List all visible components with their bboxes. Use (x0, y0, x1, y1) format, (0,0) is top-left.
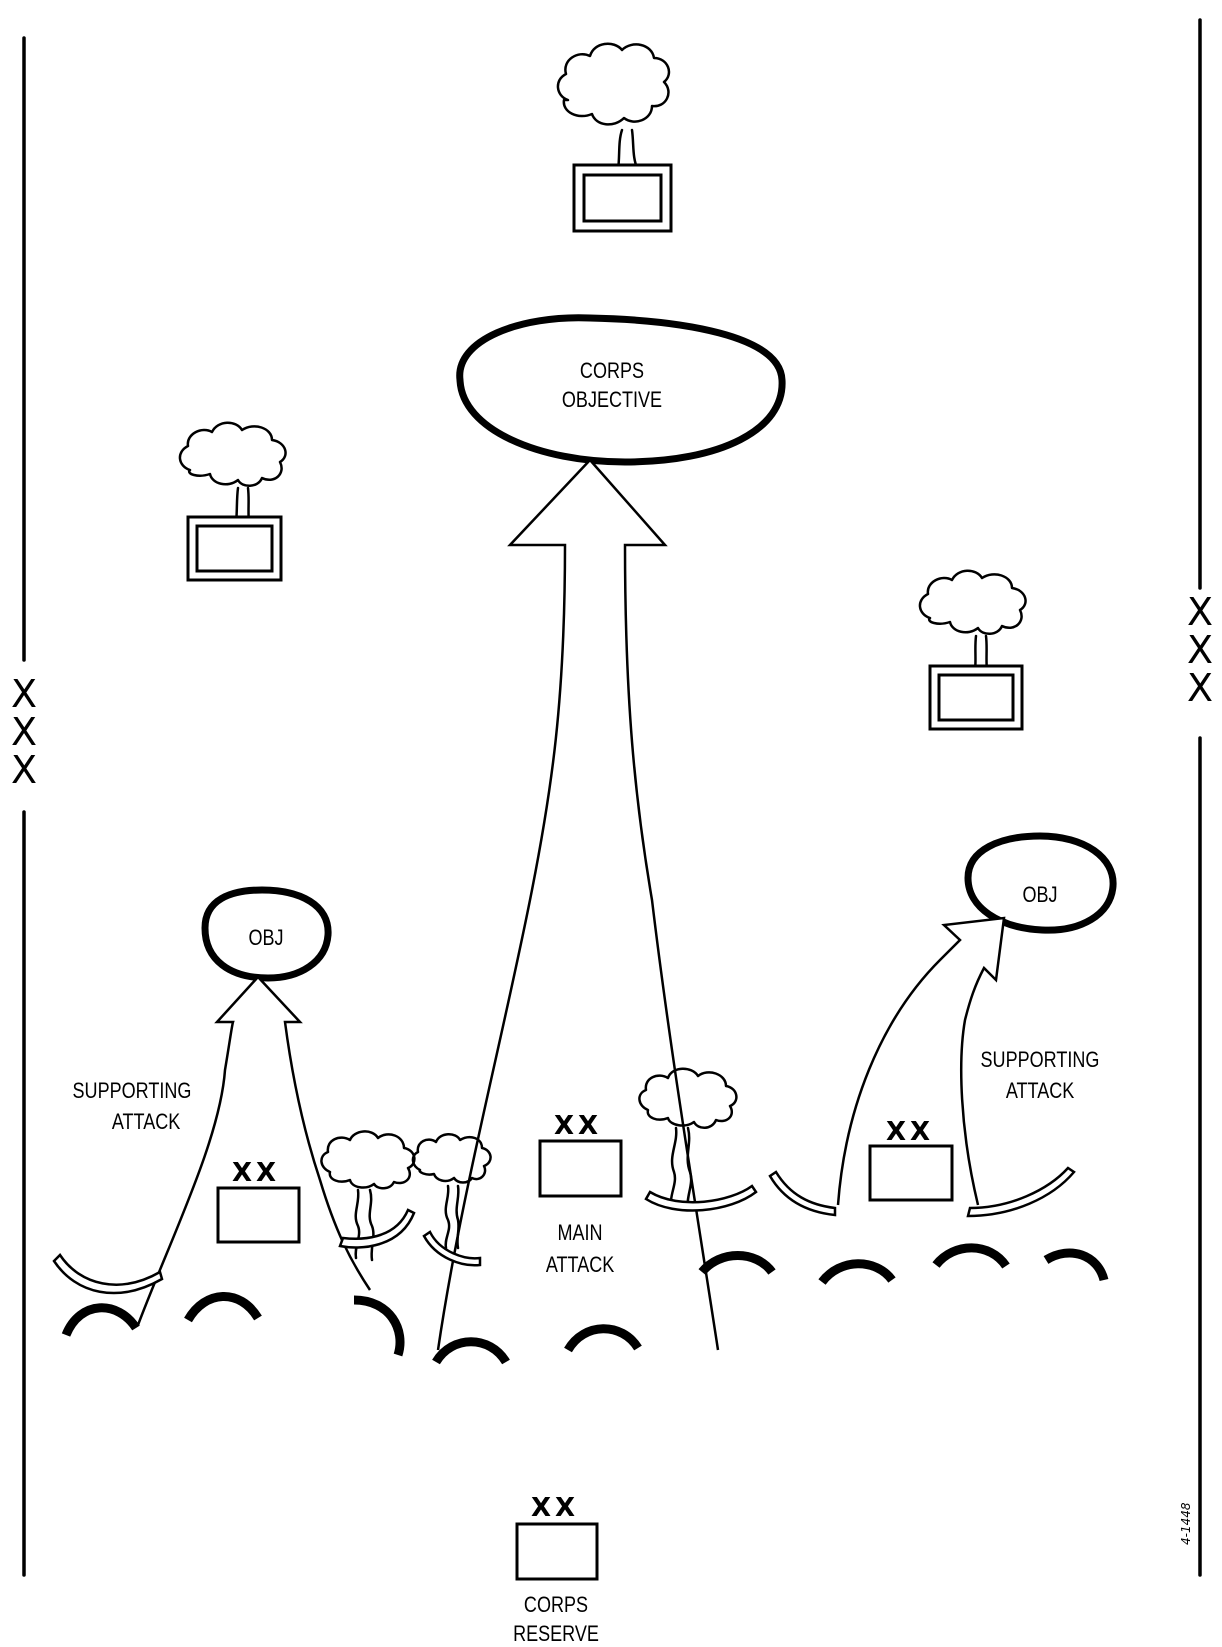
corps-objective: CORPS OBJECTIVE (456, 314, 786, 466)
nuclear-burst-2 (411, 1133, 492, 1250)
objective-left-label: OBJ (248, 926, 283, 950)
corps-reserve-label-line2: RESERVE (513, 1622, 599, 1646)
right-supporting-attack-arrow (836, 916, 1006, 1206)
main-attack-label-line2: ATTACK (546, 1253, 615, 1277)
nuclear-burst-3 (638, 1067, 738, 1210)
nuclear-target-right (918, 569, 1027, 731)
svg-text:X: X (11, 748, 37, 792)
right-attack-label-line1: SUPPORTING (981, 1048, 1100, 1072)
nuclear-target-top (556, 42, 673, 233)
svg-text:X: X (1187, 666, 1213, 710)
division-right-symbol: XX (886, 1117, 934, 1147)
left-attack-label-line2: ATTACK (112, 1110, 181, 1134)
svg-text:X: X (1187, 628, 1213, 672)
friendly-front-line (52, 1166, 1076, 1295)
division-left-symbol: XX (232, 1158, 280, 1188)
objective-right-label: OBJ (1022, 883, 1057, 907)
division-center: XX (538, 1111, 623, 1198)
left-boundary-marker: X X X (11, 672, 37, 792)
objective-right: OBJ (964, 832, 1117, 934)
main-attack-label-line1: MAIN (557, 1221, 602, 1245)
division-left: XX (216, 1158, 301, 1244)
right-boundary-marker: X X X (1187, 590, 1213, 710)
corps-reserve-symbol: XX (531, 1493, 579, 1523)
left-attack-label-line1: SUPPORTING (73, 1079, 192, 1103)
main-attack-arrow (436, 458, 720, 1351)
corps-objective-label-line1: CORPS (580, 359, 644, 383)
division-center-symbol: XX (554, 1111, 602, 1141)
corps-objective-label-line2: OBJECTIVE (562, 388, 662, 412)
right-attack-label-line2: ATTACK (1006, 1079, 1075, 1103)
figure-code: 4-1448 (1179, 1502, 1193, 1545)
corps-reserve-label-line1: CORPS (524, 1593, 588, 1617)
svg-text:X: X (1187, 590, 1213, 634)
enemy-front-line (61, 1243, 1109, 1365)
svg-text:X: X (11, 672, 37, 716)
division-right: XX (868, 1117, 954, 1202)
nuclear-target-upper-left (178, 421, 287, 582)
objective-left: OBJ (201, 886, 332, 982)
corps-reserve-unit: XX (515, 1493, 599, 1581)
svg-text:X: X (11, 710, 37, 754)
left-supporting-attack-arrow (136, 975, 372, 1326)
